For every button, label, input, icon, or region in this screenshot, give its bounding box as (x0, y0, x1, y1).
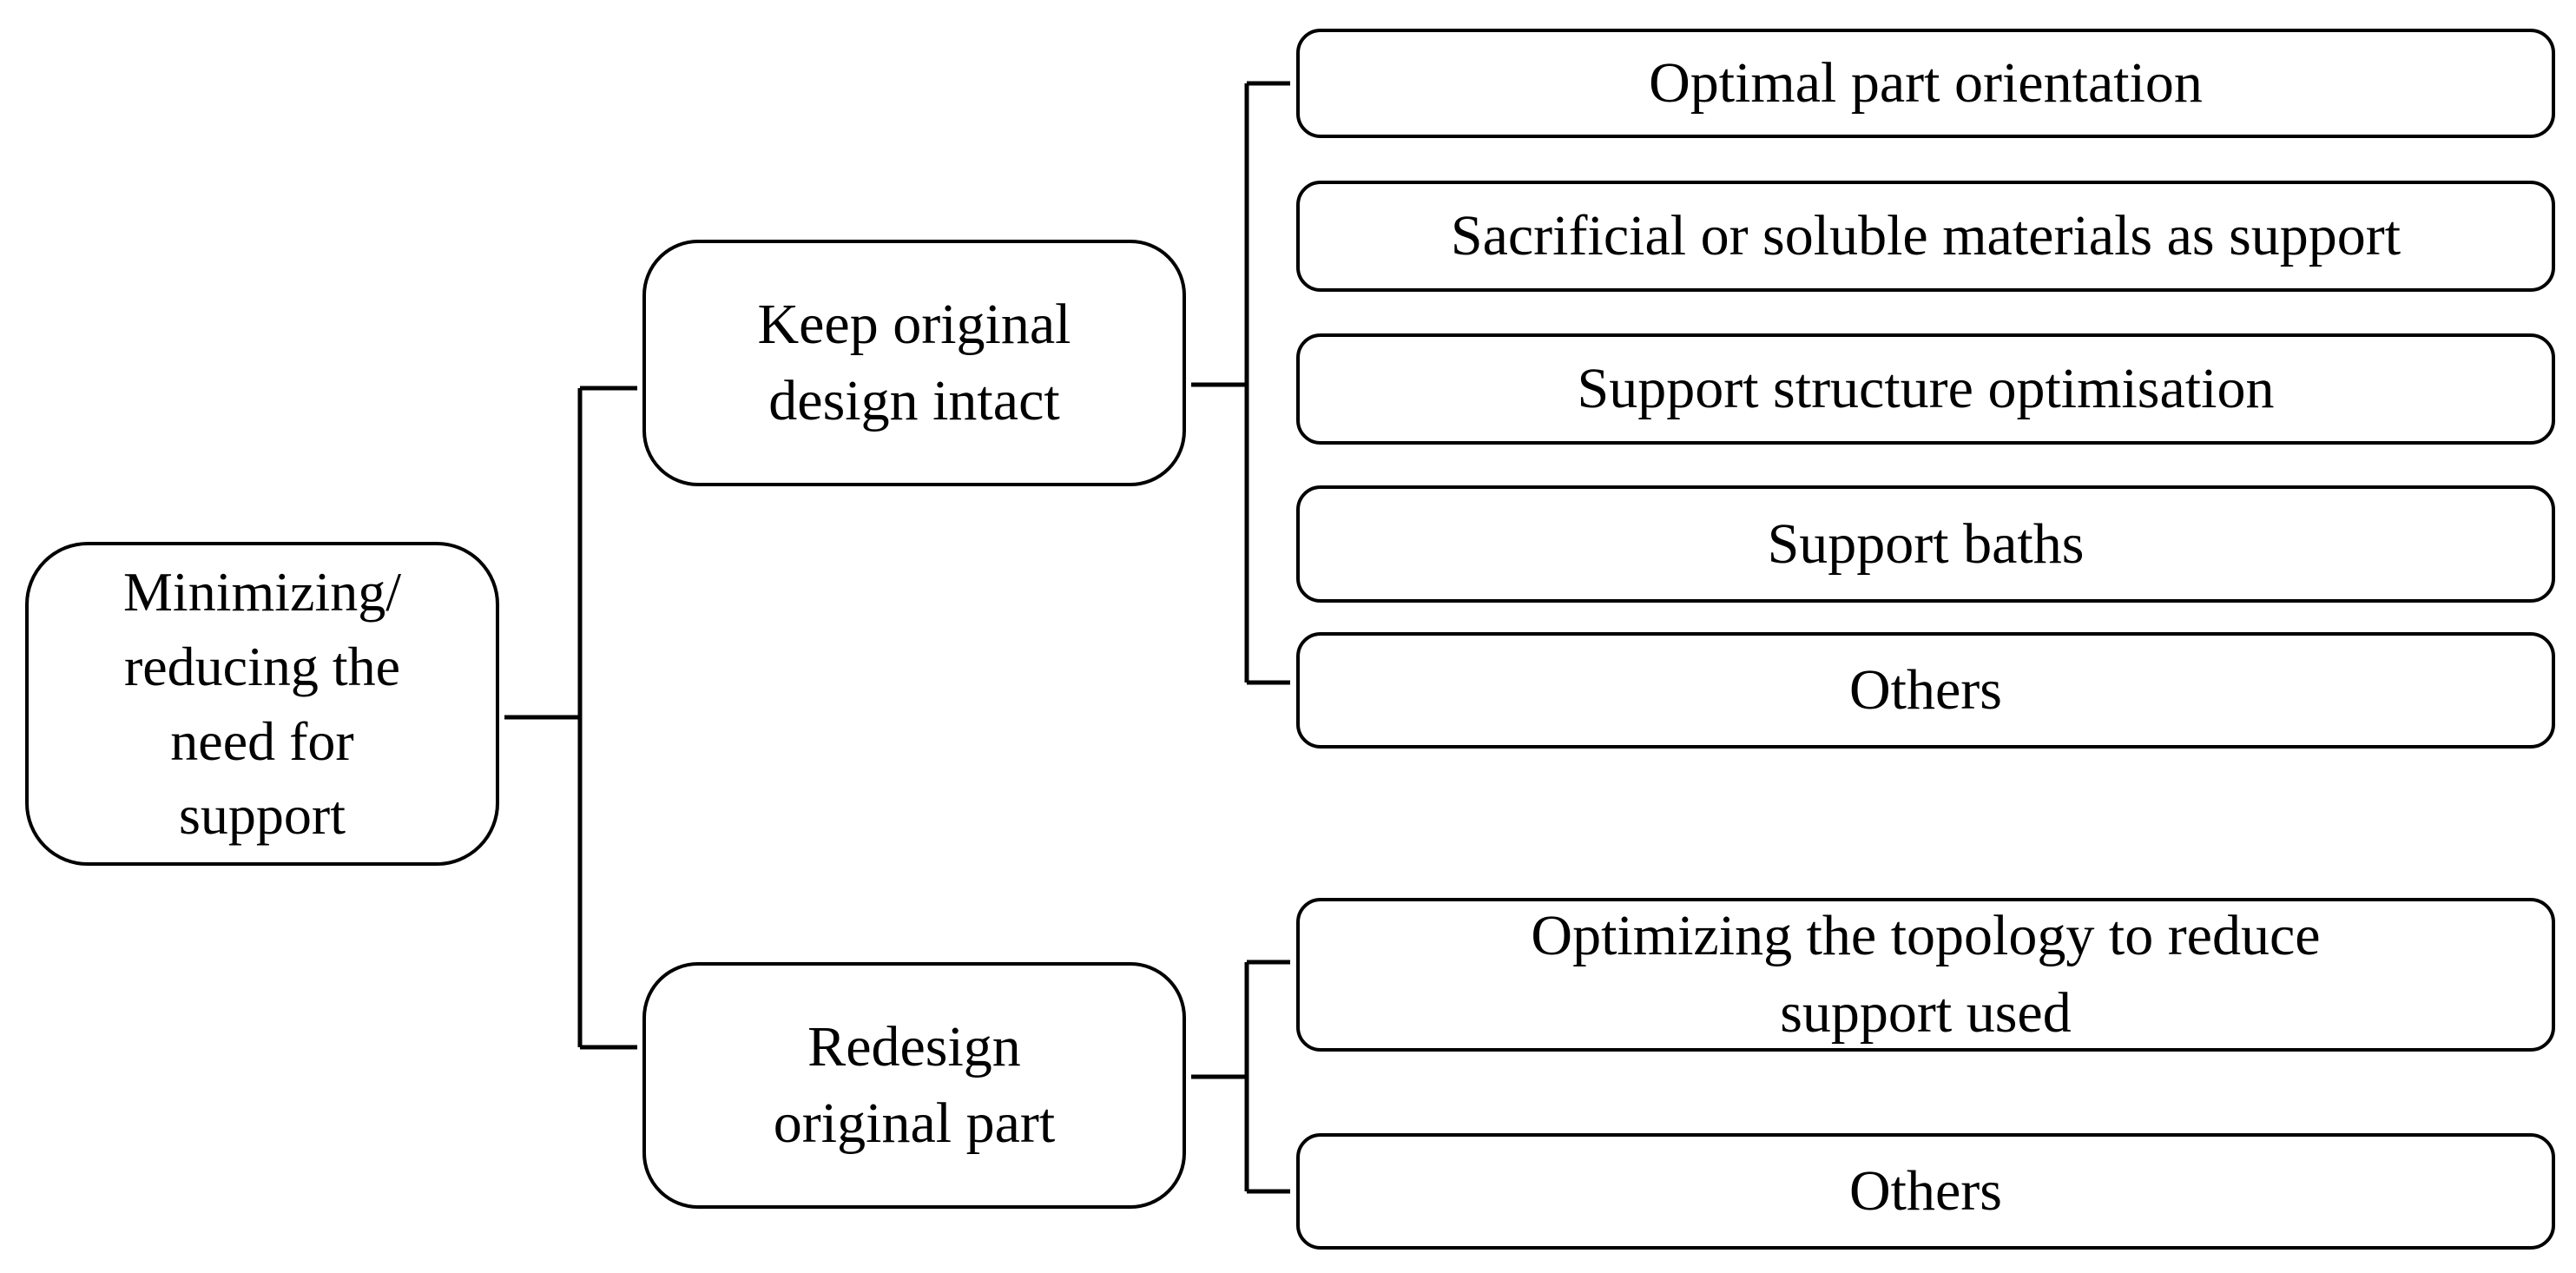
branch-redesign-line-2: original part (773, 1092, 1056, 1155)
leaf-optimizing-topology: Optimizing the topology to reduce suppor… (1296, 898, 2555, 1052)
leaf-support-baths: Support baths (1296, 485, 2555, 603)
root-node: Minimizing/ reducing the need for suppor… (25, 542, 499, 866)
leaf-label: Others (1849, 1159, 2002, 1224)
root-line-3: need for (170, 709, 354, 772)
leaf-topology-line-1: Optimizing the topology to reduce (1531, 904, 2321, 968)
leaf-label: Sacrificial or soluble materials as supp… (1450, 204, 2401, 268)
leaf-label: Optimal part orientation (1649, 51, 2203, 115)
root-node-text: Minimizing/ reducing the need for suppor… (123, 555, 401, 853)
leaf-label: Others (1849, 658, 2002, 722)
leaf-support-structure-optimisation: Support structure optimisation (1296, 333, 2555, 445)
leaf-others-keep: Others (1296, 632, 2555, 749)
leaf-label: Support baths (1767, 511, 2085, 576)
leaf-others-redesign: Others (1296, 1133, 2555, 1250)
leaf-topology-line-2: support used (1780, 980, 2072, 1045)
leaf-topology-text: Optimizing the topology to reduce suppor… (1531, 898, 2320, 1052)
leaf-label: Support structure optimisation (1577, 357, 2275, 421)
root-line-1: Minimizing/ (123, 561, 401, 623)
branch-keep-original-design: Keep original design intact (642, 240, 1186, 486)
leaf-optimal-part-orientation: Optimal part orientation (1296, 29, 2555, 138)
branch-keep-text: Keep original design intact (757, 287, 1071, 440)
root-line-4: support (179, 784, 346, 847)
branch-redesign-text: Redesign original part (774, 1009, 1055, 1163)
branch-keep-line-2: design intact (768, 369, 1060, 432)
branch-redesign-original-part: Redesign original part (642, 962, 1186, 1209)
branch-redesign-line-1: Redesign (807, 1014, 1021, 1078)
root-line-2: reducing the (123, 635, 401, 697)
branch-keep-line-1: Keep original (757, 292, 1071, 356)
leaf-sacrificial-soluble-materials: Sacrificial or soluble materials as supp… (1296, 181, 2555, 292)
